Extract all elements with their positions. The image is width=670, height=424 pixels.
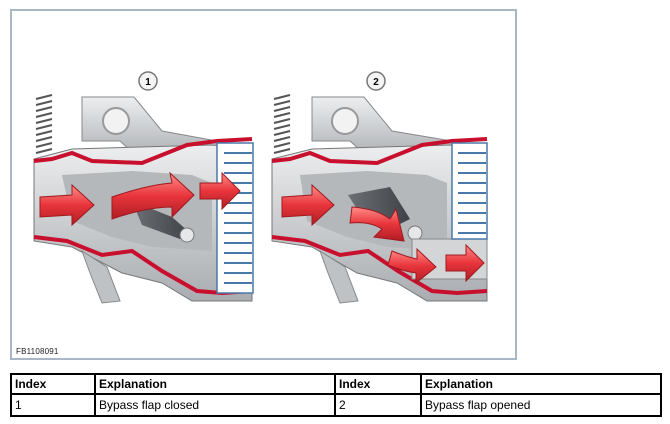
callout-1-label: 1 bbox=[145, 77, 151, 88]
flow-arrow-in bbox=[281, 183, 335, 227]
legend-table: Index Explanation Index Explanation 1 By… bbox=[10, 373, 662, 417]
flow-arrow-in bbox=[39, 183, 95, 227]
legend-header-row: Index Explanation Index Explanation bbox=[10, 373, 662, 395]
header-explanation-2: Explanation bbox=[420, 373, 662, 395]
flow-arrow-out bbox=[199, 171, 241, 211]
panel-flap-closed: 1 bbox=[33, 71, 254, 304]
flow-arrow-bypass-down bbox=[349, 206, 405, 242]
flow-arrow-through bbox=[111, 171, 195, 220]
callout-2-label: 2 bbox=[373, 77, 379, 88]
bypass-flap-illustration: 1 bbox=[33, 71, 488, 304]
callout-1 bbox=[138, 71, 158, 91]
flow-arrow-out bbox=[445, 243, 485, 283]
cell-index: 1 bbox=[10, 393, 96, 417]
header-index-2: Index bbox=[334, 373, 422, 395]
callout-2 bbox=[366, 71, 386, 91]
panel-flap-opened: 2 bbox=[271, 71, 488, 304]
cell-explanation: Bypass flap closed bbox=[94, 393, 336, 417]
cell-explanation: Bypass flap opened bbox=[420, 393, 662, 417]
cell-index: 2 bbox=[334, 393, 422, 417]
header-explanation-1: Explanation bbox=[94, 373, 336, 395]
illustration-frame: 1 bbox=[10, 9, 517, 360]
flow-arrow-bypass bbox=[387, 247, 437, 285]
table-row: 1 Bypass flap closed 2 Bypass flap opene… bbox=[10, 393, 662, 417]
figure-code: FB1108091 bbox=[16, 347, 59, 356]
header-index-1: Index bbox=[10, 373, 96, 395]
